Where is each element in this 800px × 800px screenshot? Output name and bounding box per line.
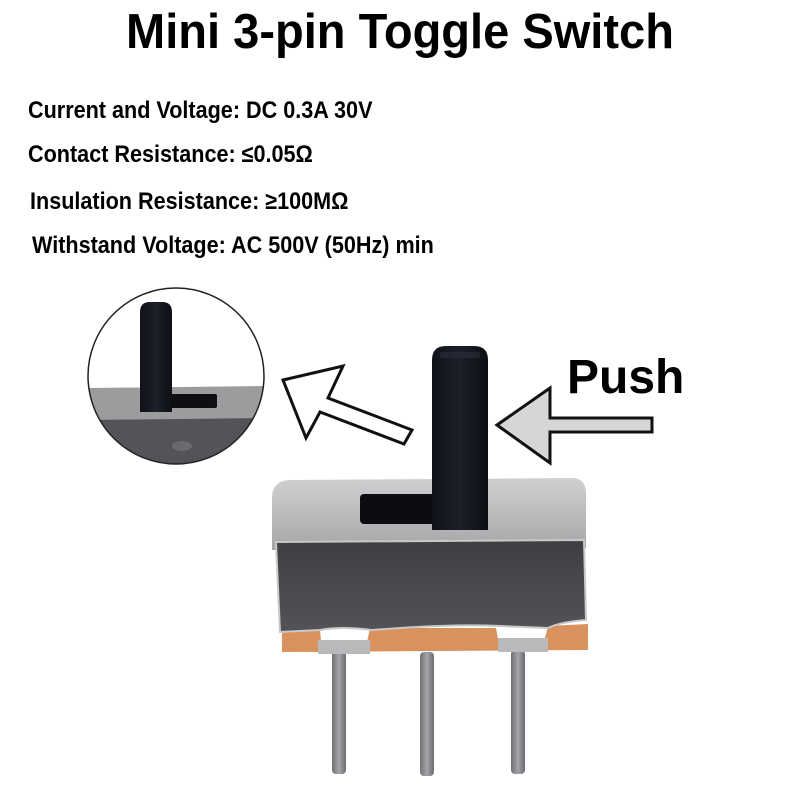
spec-insulation-resistance: Insulation Resistance: ≥100MΩ — [30, 188, 349, 215]
page-title: Mini 3-pin Toggle Switch — [126, 5, 674, 59]
pin-right — [511, 650, 525, 774]
result-arrow-icon — [280, 363, 415, 446]
spec-contact-resistance: Contact Resistance: ≤0.05Ω — [28, 141, 313, 168]
pin-left — [332, 650, 346, 774]
push-label: Push — [567, 351, 685, 404]
pin-center — [420, 652, 434, 776]
detail-inset-circle — [87, 287, 265, 465]
push-arrow-icon — [494, 385, 654, 466]
toggle-switch-product — [272, 346, 588, 776]
spec-current-voltage: Current and Voltage: DC 0.3A 30V — [28, 97, 373, 124]
spec-withstand-voltage: Withstand Voltage: AC 500V (50Hz) min — [32, 232, 434, 259]
